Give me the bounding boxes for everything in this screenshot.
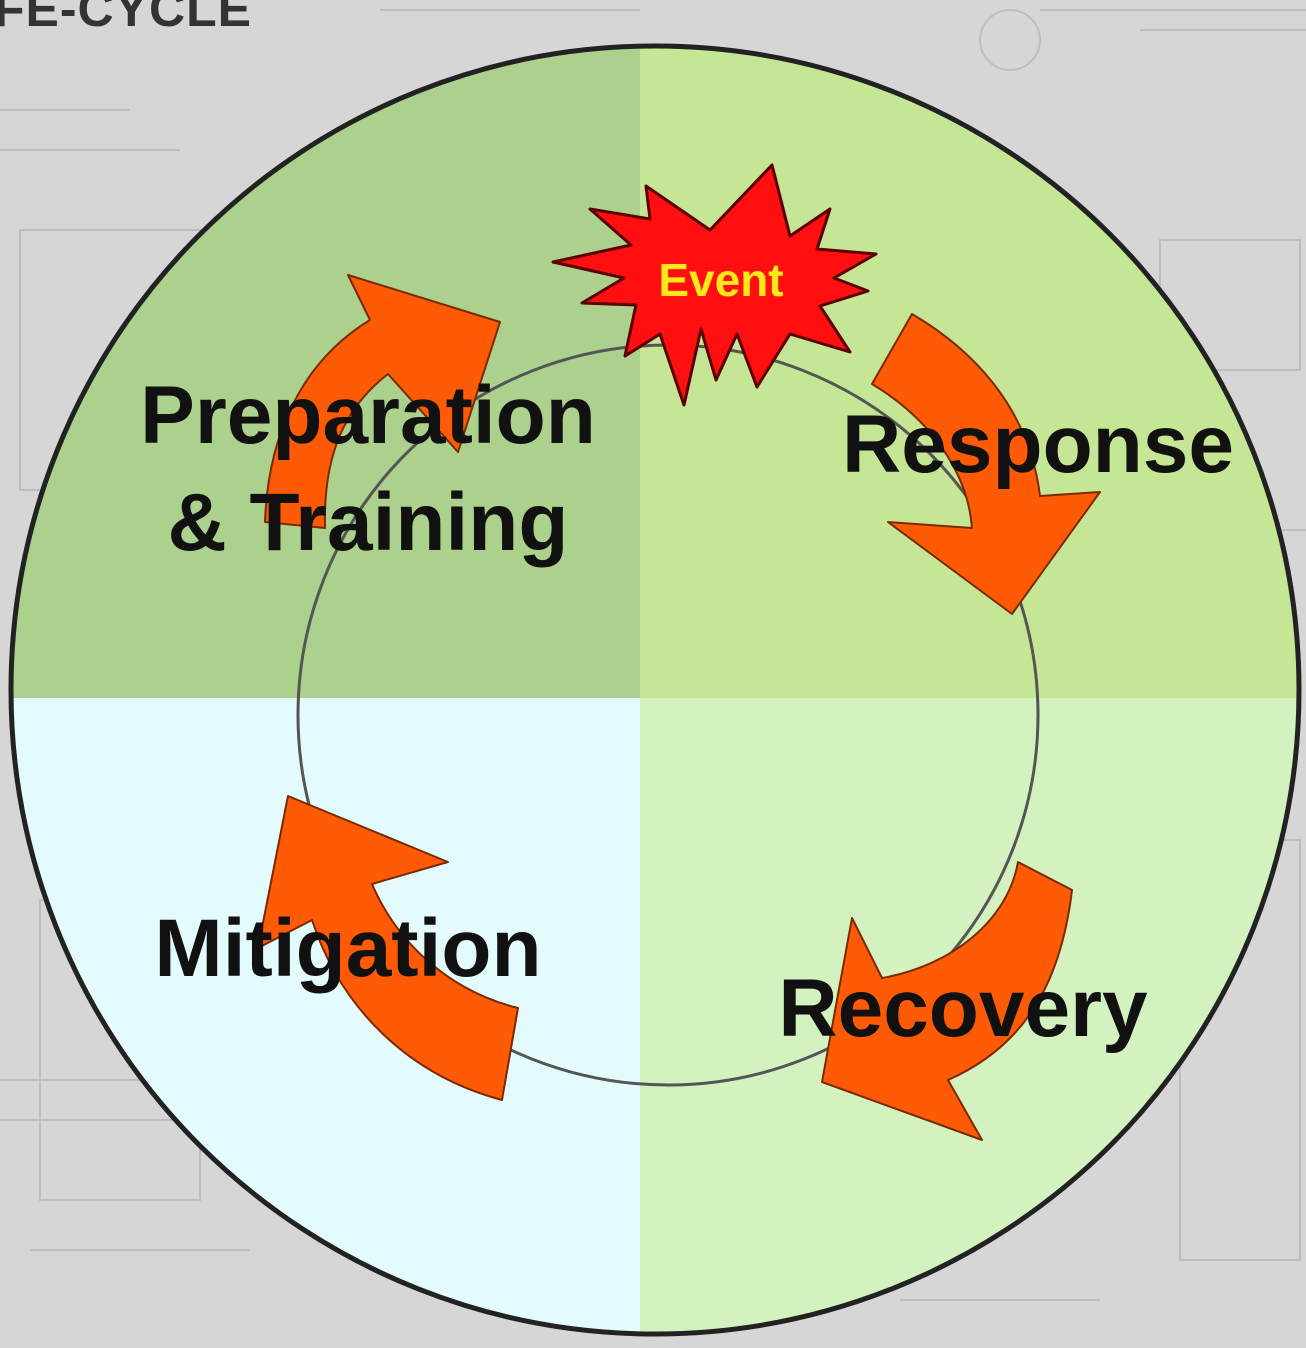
label-preparation-line2: & Training <box>168 477 569 568</box>
label-mitigation: Mitigation <box>154 903 541 994</box>
quadrant-response <box>640 46 1299 698</box>
page-title: FE-CYCLE <box>0 0 252 37</box>
arrow-mitigation <box>257 795 519 1101</box>
outer-circle <box>8 43 1302 1337</box>
label-preparation-line1: Preparation <box>140 370 596 461</box>
label-response: Response <box>842 399 1234 490</box>
event-label: Event <box>658 254 783 306</box>
arrow-recovery <box>821 861 1073 1141</box>
arrow-preparation <box>264 274 501 529</box>
arrow-response <box>871 313 1101 615</box>
label-recovery: Recovery <box>778 963 1148 1054</box>
quadrant-mitigation <box>11 698 640 1334</box>
event-starburst <box>551 163 878 407</box>
